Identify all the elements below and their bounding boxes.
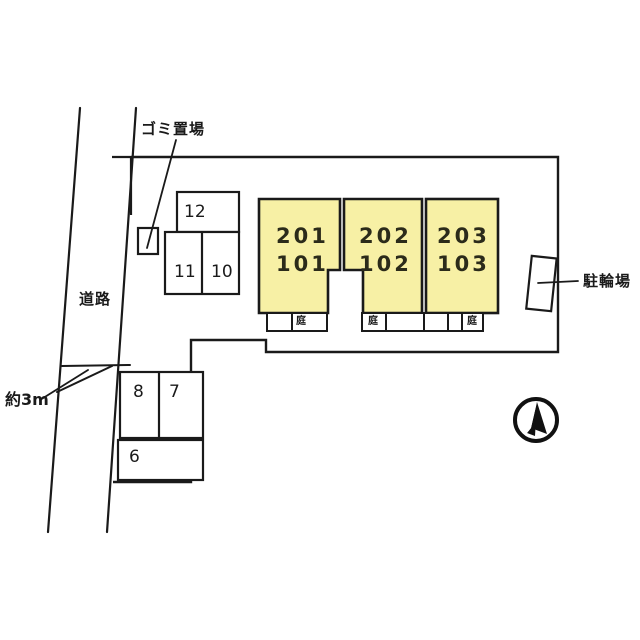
parking-stall-6 xyxy=(116,438,205,482)
garden-label-2: 庭 xyxy=(368,316,378,327)
parking-block-south xyxy=(116,370,205,482)
garden-strip xyxy=(266,312,484,332)
garbage-station-label: ゴミ置場 xyxy=(141,120,206,138)
bicycle-parking xyxy=(525,254,579,313)
parking-label-8: 8 xyxy=(133,382,144,402)
road-outer-edge xyxy=(46,106,82,534)
parking-label-6: 6 xyxy=(129,447,140,467)
road-frontage-segment xyxy=(61,364,131,367)
unit-label-103: 103 xyxy=(437,252,490,276)
garden-label-1: 庭 xyxy=(296,316,306,327)
garden-label-3: 庭 xyxy=(467,316,477,327)
unit-label-201: 201 xyxy=(276,224,329,248)
unit-label-202: 202 xyxy=(359,224,412,248)
building-unit-201-101 xyxy=(257,197,342,315)
width-leader-line xyxy=(39,369,89,401)
building-block xyxy=(257,197,500,315)
bicycle-parking-label: 駐輪場 xyxy=(583,272,632,290)
garbage-leader-line xyxy=(146,139,177,249)
garbage-station xyxy=(136,139,177,256)
parking-label-11: 11 xyxy=(174,262,196,282)
parking-stall-pair-8-7 xyxy=(118,370,205,440)
bicycle-leader-line xyxy=(537,280,579,284)
unit-label-203: 203 xyxy=(437,224,490,248)
north-arrow-icon xyxy=(513,397,559,443)
parking-label-10: 10 xyxy=(211,262,233,282)
road-width-label: 約3m xyxy=(5,390,49,409)
unit-label-101: 101 xyxy=(276,252,329,276)
parking-label-12: 12 xyxy=(184,202,206,222)
road-label: 道路 xyxy=(79,290,112,308)
parking-label-7: 7 xyxy=(169,382,180,402)
parking-block-north xyxy=(163,190,241,296)
unit-label-102: 102 xyxy=(359,252,412,276)
parking-stall-12 xyxy=(175,190,241,234)
road-kerb-diagonal xyxy=(56,365,113,393)
building-unit-203-103 xyxy=(424,197,500,315)
